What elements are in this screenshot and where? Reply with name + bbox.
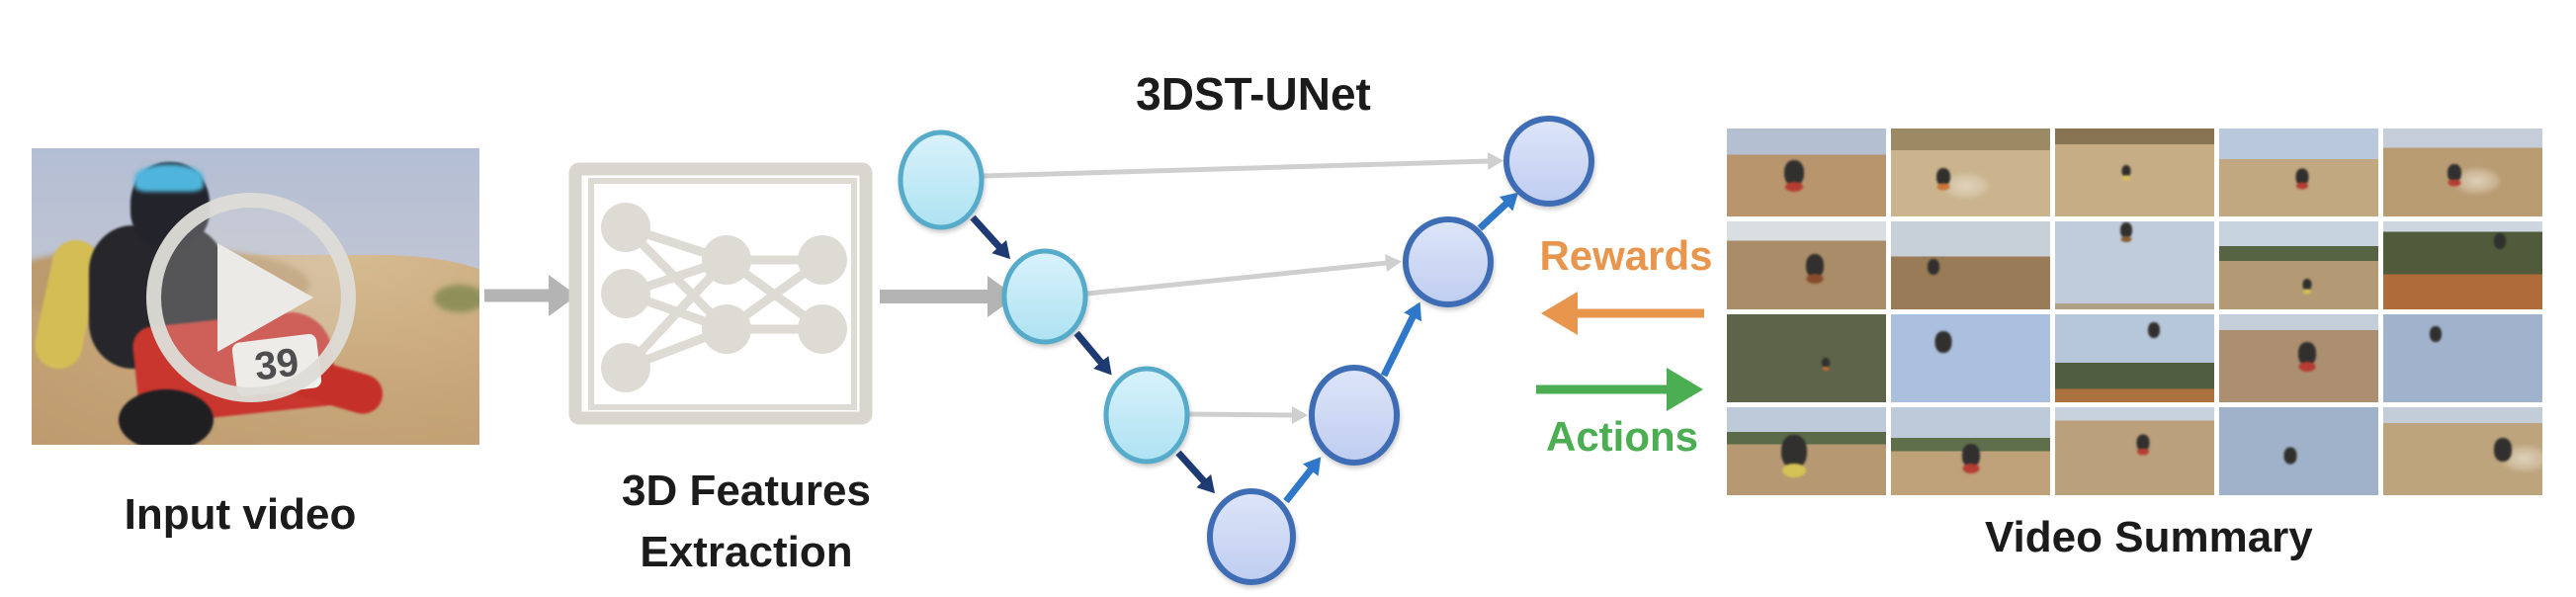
summary-thumbnail [2383,128,2542,216]
rider-figure [1821,357,1830,368]
unet-decoder-node-3 [1503,116,1594,207]
summary-thumbnail [1727,221,1886,309]
input-video-thumbnail: 39 [32,148,479,445]
video-summary-grid [1727,128,2542,495]
unet-decoder-node-1 [1309,365,1400,466]
summary-thumbnail [2383,407,2542,495]
summary-thumbnail [2219,221,2378,309]
skip-connection-2 [1086,254,1402,297]
rider-figure [2430,325,2443,342]
summary-thumbnail [1891,221,2050,309]
pipeline-diagram [484,116,1704,585]
summary-thumbnail [1891,128,2050,216]
rider-accent [1781,463,1806,477]
dust-cloud [1942,172,1989,199]
decoder-arrow-1 [1283,457,1322,504]
rider-figure [1934,331,1952,354]
dust-cloud [2453,168,2500,195]
skip-connection-1 [983,152,1503,179]
rider-accent [1936,183,1950,191]
rider-accent [2295,182,2308,190]
rider-figure [1936,167,1951,186]
decoder-arrow-3 [1477,192,1518,231]
rider-figure [1783,159,1804,186]
decoder-arrow-2 [1380,301,1422,378]
rider-accent [2122,175,2131,181]
summary-thumbnail [2055,221,2214,309]
unet-bottleneck-node [1207,488,1296,585]
summary-thumbnail [1727,314,1886,402]
features-extraction-box [568,162,873,425]
rider-figure [2447,163,2462,182]
rider-figure [1961,443,1980,468]
summary-thumbnail [2055,407,2214,495]
rewards-label: Rewards [1539,232,1713,279]
features-label-line1: 3D Features [622,467,871,515]
rider-figure [2120,221,2133,238]
rider-figure [1805,253,1824,278]
summary-thumbnail [1891,314,2050,402]
summary-thumbnail [2055,128,2214,216]
rider-accent [1784,181,1803,192]
rider-figure [1928,259,1940,276]
bike-wheel [119,389,214,445]
rider-accent [1962,463,1979,473]
summary-thumbnail [2383,314,2542,402]
summary-thumbnail [2383,221,2542,309]
video-summary-label: Video Summary [1985,513,2313,561]
rider-accent [2447,179,2461,186]
rider-figure [1780,434,1807,469]
rider-accent [1822,366,1830,371]
rider-accent [2302,289,2311,295]
rider-accent [2136,448,2149,456]
summary-thumbnail [2219,128,2378,216]
rider-accent [2298,362,2316,373]
rider-figure [2136,434,2150,452]
actions-label: Actions [1545,413,1698,460]
rider-figure [2493,437,2512,462]
summary-thumbnail [1727,407,1886,495]
input-video-label: Input video [124,490,357,539]
summary-thumbnail [1891,407,2050,495]
unet-encoder-node-1 [898,129,985,230]
rider-figure [2295,168,2309,186]
rider-figure [2297,342,2316,367]
skip-connection-3 [1188,405,1308,424]
summary-thumbnail [2055,314,2214,402]
summary-thumbnail [1727,128,1886,216]
rider-figure [2283,447,2297,465]
features-extraction-label: 3D Features Extraction [598,461,895,583]
rider-accent [1806,273,1824,284]
encoder-arrow-2 [1073,330,1112,376]
unet-encoder-node-3 [1103,366,1190,465]
rider-figure [2147,322,2160,339]
encoder-arrow-3 [1175,450,1216,494]
summary-thumbnail [2219,407,2378,495]
rider-figure [2302,279,2312,292]
summary-thumbnail [2219,314,2378,402]
features-label-line2: Extraction [640,528,853,576]
green-patch [434,285,479,312]
rider-figure [2493,232,2506,249]
neural-network-icon [601,203,847,392]
unet-encoder-node-2 [1001,248,1088,345]
unet-title: 3DST-UNet [1136,68,1371,120]
unet-decoder-node-2 [1403,216,1494,307]
play-icon[interactable] [217,243,313,352]
rider-accent [2120,235,2132,242]
rider-figure [2121,164,2131,177]
encoder-arrow-1 [970,214,1011,260]
helmet-stripe [134,164,204,192]
